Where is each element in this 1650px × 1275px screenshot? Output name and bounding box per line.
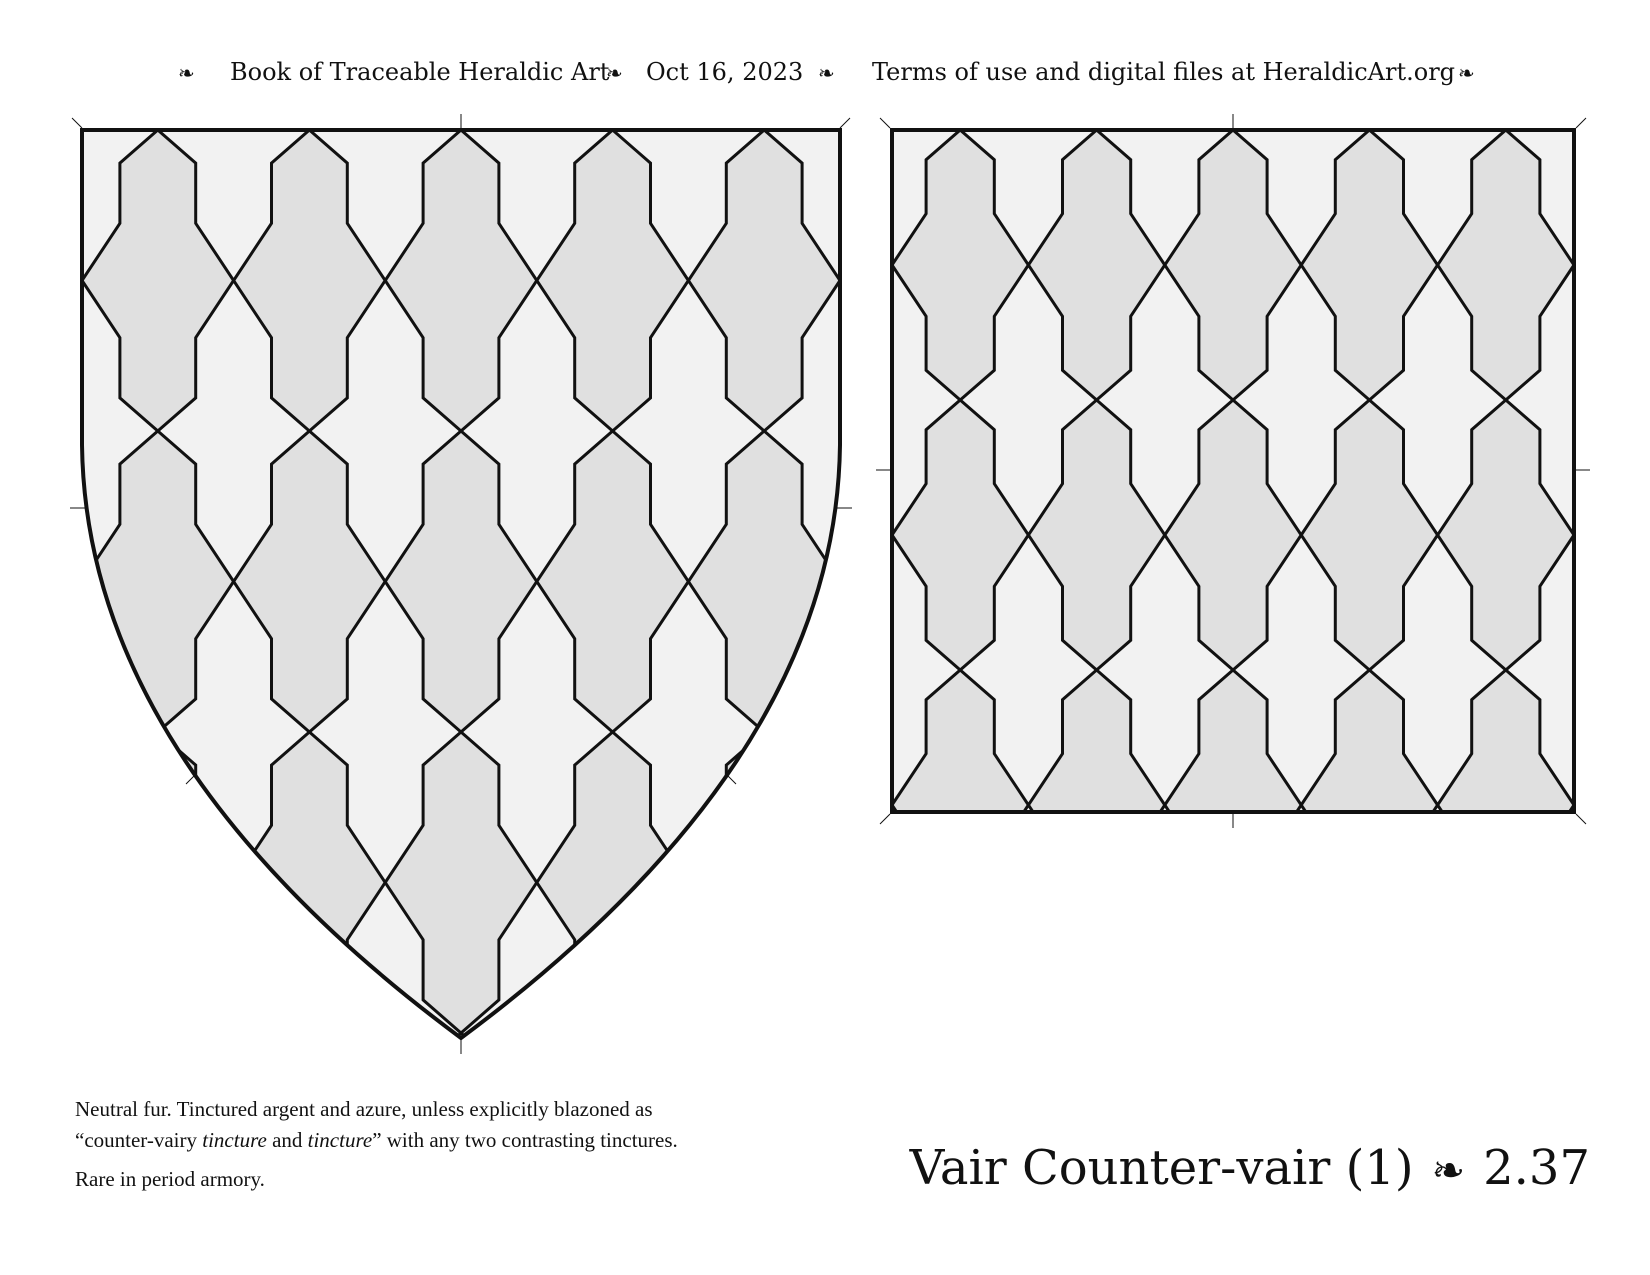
ornament-icon: ❧ [1458,61,1475,85]
description-line-2: “counter-vairy tincture and tincture” wi… [75,1128,678,1152]
rarity-note: Rare in period armory. [75,1167,265,1191]
ornament-icon: ❧ [178,61,195,85]
book-title: Book of Traceable Heraldic Art [230,58,610,86]
tincture-term: tincture [307,1128,373,1152]
square-field [892,130,1574,812]
plate-name: Vair Counter-vair (1) [909,1140,1414,1196]
vair-bell [892,668,1031,812]
ornament-icon: ❧ [1431,1148,1466,1194]
plate-title: Vair Counter-vair (1) ❧ 2.37 [910,1140,1590,1196]
ornament-icon: ❧ [606,61,623,85]
publish-date: Oct 16, 2023 [646,58,804,86]
square-vair-pattern [892,130,1574,812]
tincture-term: tincture [202,1128,267,1152]
vair-bell [1435,668,1574,812]
description-line-1: Neutral fur. Tinctured argent and azure,… [75,1097,653,1121]
registration-ticks [70,114,1590,1054]
ornament-icon: ❧ [818,61,835,85]
terms-text: Terms of use and digital files at Herald… [872,58,1456,86]
description: Neutral fur. Tinctured argent and azure,… [75,1094,835,1195]
vair-bell [1162,668,1304,812]
plate-number: 2.37 [1483,1140,1590,1196]
square-outline [890,128,1576,814]
page-header: ❧ Book of Traceable Heraldic Art ❧ Oct 1… [0,58,1650,94]
shield-outline [80,128,842,1041]
vair-bell [1299,668,1440,812]
vair-bell [1026,668,1167,812]
